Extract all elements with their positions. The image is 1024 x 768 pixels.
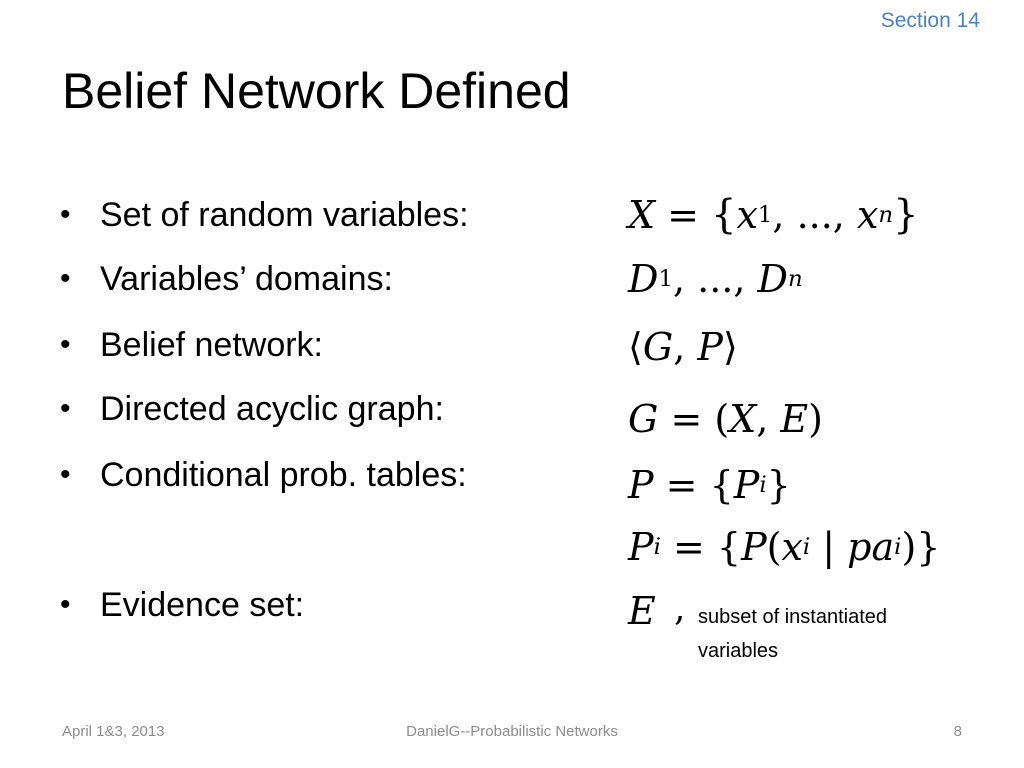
footer-page-number: 8 — [953, 723, 962, 740]
section-label: Section 14 — [880, 9, 980, 32]
bullet-evidence: • Evidence set: — [60, 580, 304, 630]
bullet-dot-icon: • — [60, 458, 71, 491]
bullet-text: Variables’ domains: — [100, 259, 393, 298]
bullet-random-variables: • Set of random variables: — [60, 190, 469, 240]
footer-date: April 1&3, 2013 — [62, 723, 165, 740]
bullet-cpt: • Conditional prob. tables: — [60, 450, 467, 500]
bullet-text: Belief network: — [100, 325, 323, 364]
bullet-dot-icon: • — [60, 392, 71, 425]
footer-author: DanielG--Probabilistic Networks — [406, 723, 618, 740]
formula-dag: G = (X, E) — [628, 397, 823, 441]
bullet-domains: • Variables’ domains: — [60, 254, 393, 304]
bullet-dot-icon: • — [60, 328, 71, 361]
bullet-text: Conditional prob. tables: — [100, 455, 467, 494]
formula-belief-network: ⟨G, P⟩ — [628, 325, 738, 369]
evidence-note: , subset of instantiated variables — [674, 591, 936, 668]
formula-evidence: E — [628, 589, 656, 633]
slide-title: Belief Network Defined — [62, 63, 571, 119]
bullet-dag: • Directed acyclic graph: — [60, 384, 444, 434]
bullet-text: Directed acyclic graph: — [100, 389, 444, 428]
evidence-note-text: subset of instantiated variables — [698, 606, 888, 662]
bullet-text: Set of random variables: — [100, 195, 469, 234]
bullet-dot-icon: • — [60, 262, 71, 295]
evidence-comma: , — [674, 588, 686, 629]
bullet-dot-icon: • — [60, 588, 71, 621]
bullet-dot-icon: • — [60, 198, 71, 231]
bullet-belief-network: • Belief network: — [60, 320, 323, 370]
bullet-text: Evidence set: — [100, 585, 305, 624]
